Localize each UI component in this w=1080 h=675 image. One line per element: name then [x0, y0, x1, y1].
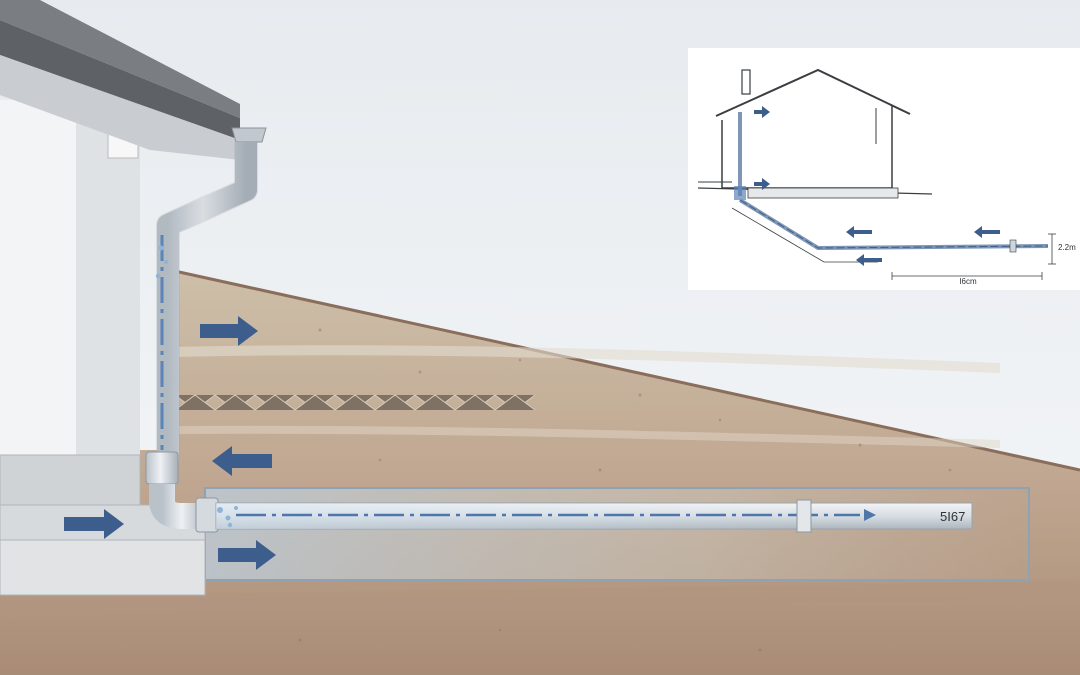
roof-soffit [0, 55, 240, 160]
downspout-pipe [157, 142, 257, 460]
soil-texture [298, 328, 952, 652]
pipe-tag-label: 5I67 [940, 509, 965, 524]
wall-face [0, 100, 76, 460]
flow-arrow-icon [846, 226, 872, 238]
gravel-layer [174, 394, 536, 411]
soil-band [0, 579, 1080, 619]
roof-eave [0, 20, 240, 140]
soil-band [169, 345, 1001, 373]
roof-shingles [0, 0, 240, 118]
inset-chimney [741, 69, 751, 95]
flow-arrow-icon [200, 316, 258, 346]
flow-arrow-icon [864, 509, 876, 521]
flow-arrow-icon [856, 254, 882, 266]
inset-trench-line [731, 207, 878, 263]
flow-arrow-icon [754, 106, 770, 118]
inset-roof [715, 68, 911, 117]
inset-length-label: I6cm [959, 277, 977, 286]
inset-height-label: 2.2m [1058, 243, 1076, 252]
soil-band [169, 425, 1001, 448]
pipe-coupler [195, 497, 219, 533]
foundation-upper [0, 454, 141, 506]
flow-arrow-icon [212, 446, 272, 476]
drain-trench [204, 487, 1030, 581]
inset-foundation [747, 187, 899, 199]
water-bubble-icon [155, 245, 238, 528]
pipe-elbow [149, 484, 206, 529]
footing [0, 539, 206, 596]
wall-render [76, 100, 140, 460]
gutter [231, 127, 267, 143]
flow-arrow-icon [64, 509, 124, 539]
flow-arrow-icon [218, 540, 276, 570]
inset-house-walls [721, 106, 893, 189]
ground-surface-line [169, 268, 1080, 472]
flow-arrow-icon [754, 178, 770, 190]
inset-schematic: I6cm 2.2m [697, 68, 1076, 286]
pipe-joint [796, 499, 812, 533]
downspout-coupler [145, 451, 179, 485]
inset-drain-pipe [738, 198, 1049, 251]
inset-schematic-panel: I6cm 2.2m [688, 48, 1080, 290]
flow-arrow-icon [974, 226, 1000, 238]
